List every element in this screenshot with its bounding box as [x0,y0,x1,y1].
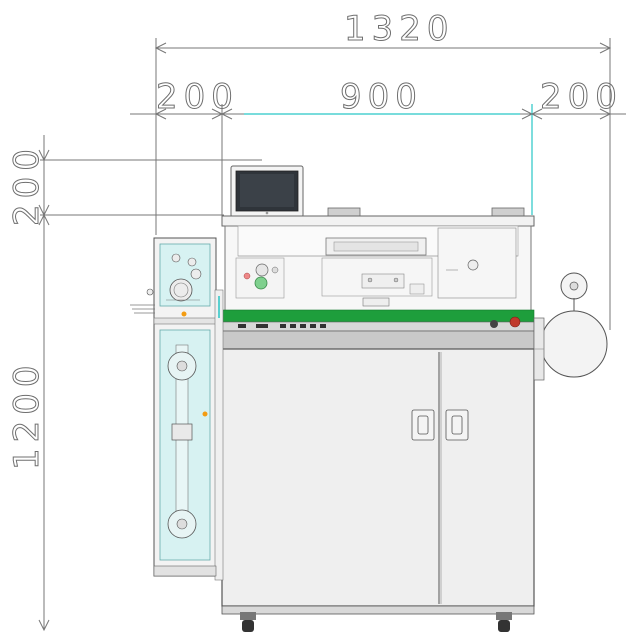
caster-wheels [240,612,512,632]
top-height-label: 200 [7,143,47,226]
main-cabinet [221,348,535,615]
left-door-handle [411,409,435,441]
touch-screen-display-icon [230,165,304,218]
dimension-lines [38,38,626,632]
spool-holder-icon [533,272,608,381]
top-housing [221,207,535,312]
left-module-width-label: 200 [156,77,239,117]
right-door-handle [445,409,469,441]
overall-width-label: 1320 [344,9,455,49]
body-height-label: 1200 [7,359,47,470]
right-module-width-label: 200 [540,77,623,117]
feeder-reel-unit-icon [130,237,224,581]
dimension-labels: 1320 200 900 200 200 1200 [7,9,623,471]
green-panel-strip [221,309,535,350]
main-body-width-label: 900 [340,77,423,117]
